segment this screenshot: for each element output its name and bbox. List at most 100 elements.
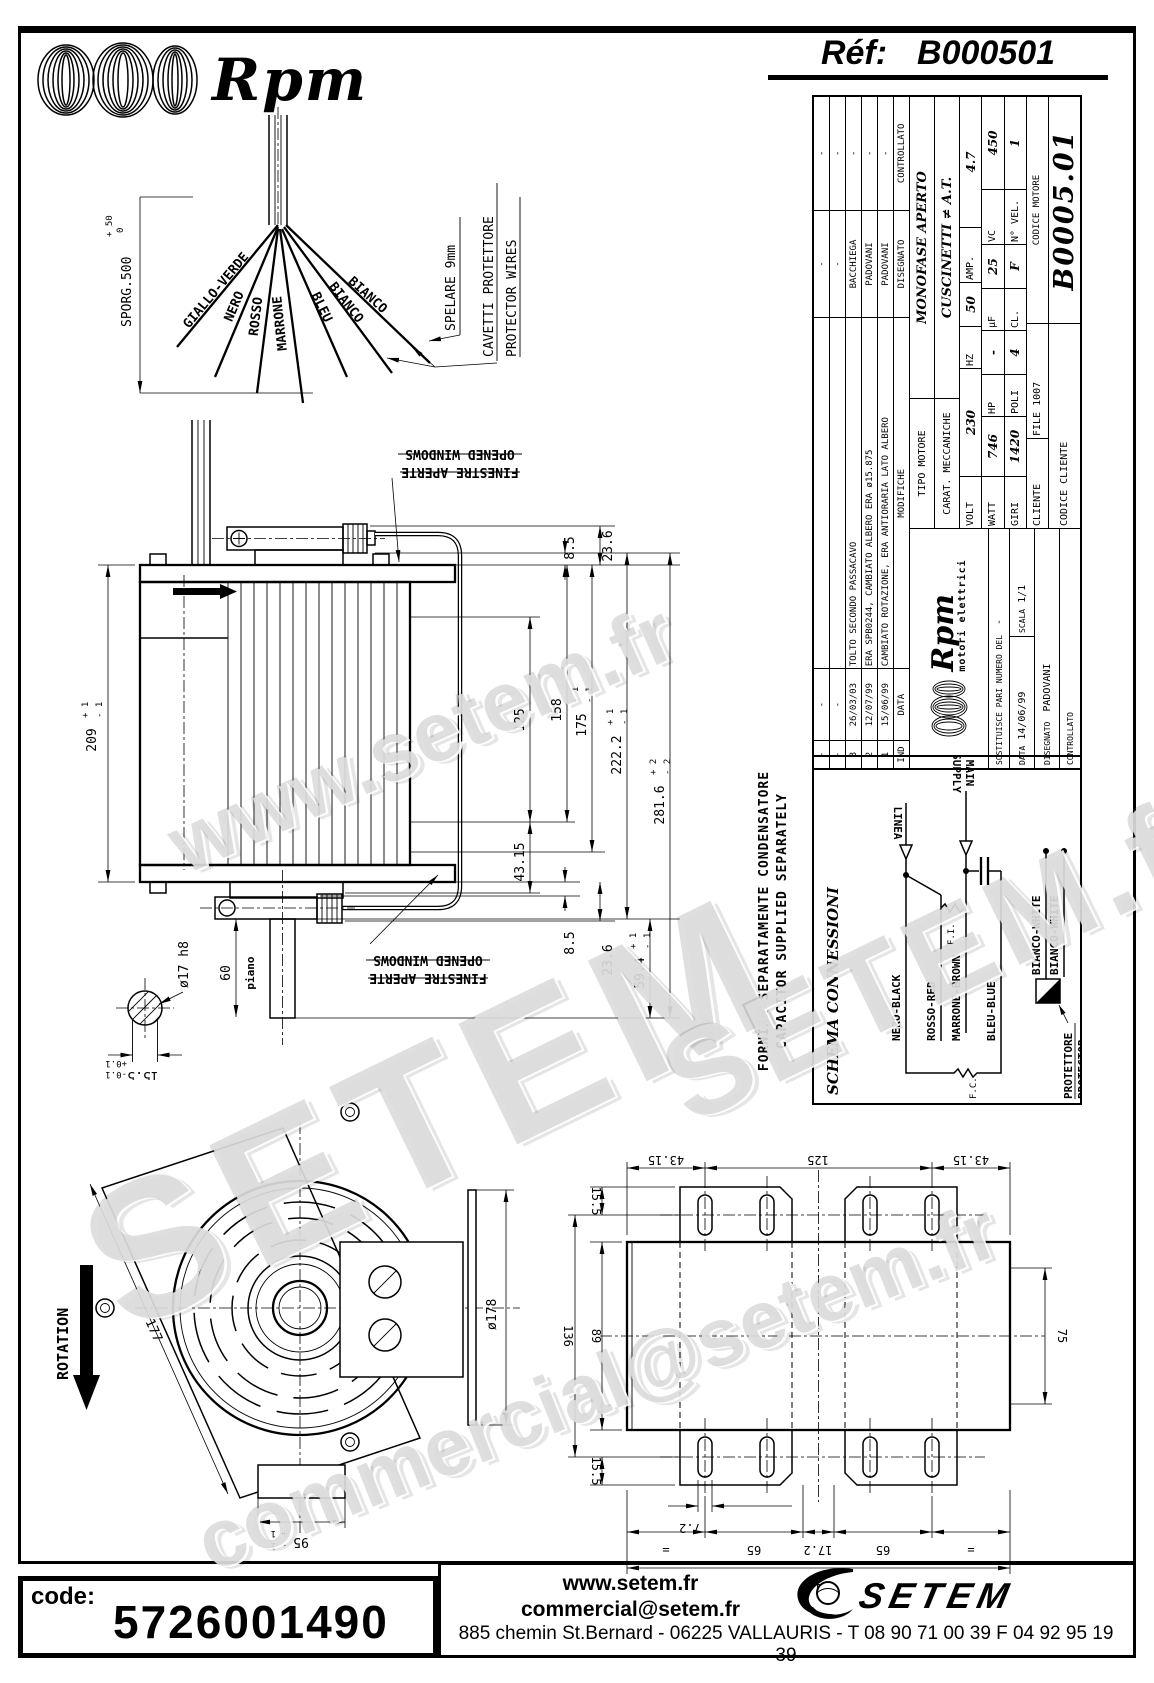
dim-sporg-tol-plus: + 50 xyxy=(105,215,115,237)
dim-175: 175 xyxy=(575,713,590,736)
code-box: code: 5726001490 xyxy=(18,1576,438,1658)
dim-95-tp: + 1 xyxy=(271,1528,287,1538)
setem-logo: SETEM xyxy=(791,1567,1121,1625)
vc-value: 450 xyxy=(985,130,1000,156)
dim-7.2: 7.2 xyxy=(679,1521,701,1535)
carat-value: CUSCINETTI ≠ A.T. xyxy=(939,176,955,319)
footer-website[interactable]: www.setem.fr xyxy=(562,1572,699,1595)
disegnato-value: PADOVANI xyxy=(1041,663,1053,712)
rev-by: BACCHIEGA xyxy=(846,209,861,318)
dim-15.5-flat: 15.5 xyxy=(127,1068,158,1080)
dim-209: 209 xyxy=(85,728,100,751)
motor-front-view: ROTATION 177 ø178 95 - 1 + 1 xyxy=(54,1102,520,1550)
dim-222.2: 222.2 xyxy=(610,735,625,774)
rev-by: PADOVANI xyxy=(862,209,877,318)
amp-label: AMP. xyxy=(960,227,982,282)
poli-label: POLI xyxy=(1004,374,1026,416)
vel-value: 1 xyxy=(1008,138,1023,148)
note-cavetti-it: CAVETTI PROTETTORE xyxy=(482,216,497,357)
dim-125-top: 125 xyxy=(807,1153,829,1167)
dim-60: 60 xyxy=(219,965,234,981)
code-label: code: xyxy=(31,1583,96,1610)
wire-label-marrone: MARRONE xyxy=(270,295,291,351)
dim-95-group: 95 - 1 + 1 xyxy=(257,1498,346,1550)
fanned-wires xyxy=(176,224,431,404)
motor-body xyxy=(138,553,457,899)
rev-ind: 1 xyxy=(878,740,893,768)
dim-59.4-tp: + 1 xyxy=(629,933,639,949)
capacitor-note-en: CAPACITOR SUPPLIED SEPARATELY xyxy=(775,793,790,1049)
tb-disegnato-row: DISEGNATO PADOVANI xyxy=(1035,529,1060,768)
ref-value: B000501 xyxy=(917,34,1056,72)
rev-date: 12/07/99 xyxy=(862,668,877,741)
dim-95-tm: - 1 xyxy=(271,1540,287,1550)
ref-label: Réf: xyxy=(820,34,888,72)
tb-tipo-row: TIPO MOTORE MONOFASE APERTO xyxy=(910,97,936,528)
rev-by: - xyxy=(830,209,845,318)
right-dimensions: 8.5 23.6 125 43.15 158 175 + 1 - 1 222.2… xyxy=(295,525,680,1019)
tb-codes-row: CODICE CLIENTE B0005.01 xyxy=(1049,97,1080,528)
cl-label: CL. xyxy=(1004,288,1026,330)
dim-eq-r: = xyxy=(967,1543,974,1557)
dim-222.2-tp: + 1 xyxy=(606,709,616,725)
dim-177-group: 177 xyxy=(89,1183,229,1495)
schema-wire-marrone: MARRONE-BROWN xyxy=(950,955,963,1041)
dim-43.15-l: 43.15 xyxy=(648,1153,684,1167)
rev-chk: - xyxy=(864,150,875,157)
rev-note: ERA SPB0244, CAMBIATO ALBERO ERA ø15.875 xyxy=(862,317,877,669)
sostituisce-label: SOSTITUISCE PARI NUMERO DEL xyxy=(994,634,1004,765)
tb-spec-row-3: GIRI 1420 POLI 4 CL. F N° VEL. 1 xyxy=(1004,97,1027,528)
rpm-logo: Rpm xyxy=(30,40,368,120)
schema-wire-bianco1: BIANCO-WHITE xyxy=(1030,896,1043,975)
dim-136: 136 xyxy=(561,1325,575,1347)
windows-note-top: OPENED WINDOWS FINESTRE APERTE xyxy=(391,446,522,563)
plate-body xyxy=(600,1170,1045,1502)
hp-value: - xyxy=(982,330,1004,374)
hp-label: HP xyxy=(982,374,1004,416)
dim-8.5-top: 8.5 xyxy=(563,536,578,559)
tipo-label: TIPO MOTORE xyxy=(910,398,935,528)
dim-89: 89 xyxy=(589,1329,603,1343)
dim-8.5-bot: 8.5 xyxy=(563,931,578,954)
rev-date: - xyxy=(830,668,845,741)
rpm-brand-text: Rpm xyxy=(212,46,369,114)
data-value: 14/06/99 xyxy=(1016,691,1028,740)
schema-title: SCHEMA CONNESSIONI xyxy=(824,886,842,1095)
schema-protector-label: PROTETTORE PROTECTOR xyxy=(1058,1004,1080,1099)
schema-diagram: SCHEMA CONNESSIONI NERO-BLACK ROSSO-RED … xyxy=(824,757,1080,1099)
dim-125: 125 xyxy=(513,708,528,731)
dim-178: ø178 xyxy=(485,1299,500,1330)
rev-header-controllato: CONTROLLATO xyxy=(896,123,907,184)
cl-value: F xyxy=(1004,244,1026,288)
code-value: 5726001490 xyxy=(113,1596,389,1648)
protector-wires-note: CAVETTI PROTETTORE PROTECTOR WIRES xyxy=(386,183,521,368)
dim-209-tm: - 1 xyxy=(95,702,105,718)
dim-15.5-bot: 15.5 xyxy=(589,1457,603,1486)
capacitor-note-it: FORNIRE SEPARATAMENTE CONDENSATORE xyxy=(757,770,772,1072)
label-rotation: ROTATION xyxy=(54,1308,72,1380)
note-finestre-it-2: FINESTRE APERTE xyxy=(369,970,486,985)
label-piano: piano xyxy=(244,956,257,989)
disegnato-label: DISEGNATO xyxy=(1042,721,1052,765)
rev-by: - xyxy=(814,209,829,318)
side-plate xyxy=(257,1189,477,1499)
schema-circuit xyxy=(898,791,1067,1079)
note-opened-windows-en-2: OPENED WINDOWS xyxy=(373,952,483,967)
revision-table: - - - - - - - - 3 26/03/03 TOLTO SECONDO… xyxy=(814,97,910,768)
dim-175-tm: - 1 xyxy=(585,687,595,703)
dim-59.4-tm: - 1 xyxy=(643,933,653,949)
footer-email[interactable]: commercial@setem.fr xyxy=(521,1598,740,1621)
scala-value: 1/1 xyxy=(1016,584,1028,603)
setem-logo-text: SETEM xyxy=(856,1575,1019,1616)
schema-supply: SUPPLY xyxy=(950,757,963,793)
rev-chk: - xyxy=(848,150,859,157)
setem-swoosh-icon xyxy=(797,1568,853,1619)
dim-17.2: 17.2 xyxy=(804,1543,833,1557)
schema-wire-nero: NERO-BLACK xyxy=(890,974,903,1041)
dim-43.15-r: 43.15 xyxy=(953,1153,989,1167)
giri-label: GIRI xyxy=(1004,476,1026,528)
volt-label: VOLT xyxy=(960,476,982,528)
rev-header-ind: IND xyxy=(894,740,909,768)
rev-ind: - xyxy=(830,740,845,768)
